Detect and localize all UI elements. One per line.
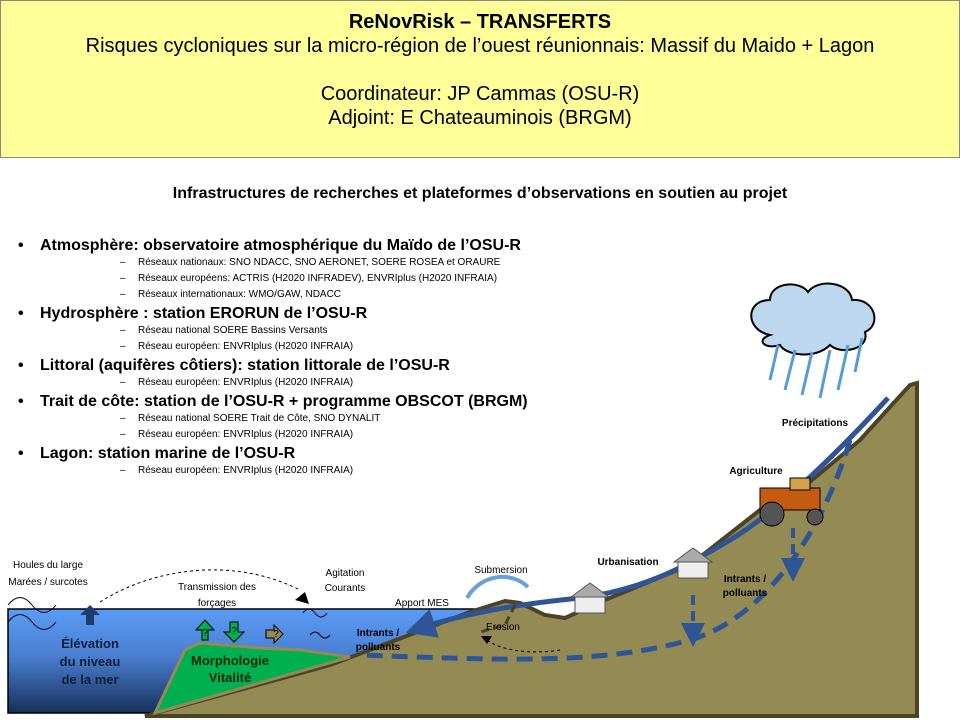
- sub-item: Réseaux internationaux: WMO/GAW, NDACC: [120, 287, 528, 303]
- label-apport-mes: Apport MES: [395, 598, 449, 609]
- item-label: Littoral (aquifères côtiers): station li…: [40, 357, 450, 374]
- submersion-arrow: [465, 574, 530, 600]
- project-subtitle: Risques cycloniques sur la micro-région …: [85, 35, 875, 57]
- sub-item: Réseau national SOERE Bassins Versants: [120, 323, 528, 339]
- forcing-arrow: [99, 569, 301, 603]
- sub-item: Réseau européen: ENVRIplus (H2020 INFRAI…: [120, 463, 528, 479]
- growth-up-icon: [194, 619, 216, 641]
- cloud-icon: [750, 282, 876, 399]
- label-marees: Marées / surcotes: [8, 577, 87, 588]
- list-item: Hydrosphère : station ERORUN de l’OSU-R …: [18, 304, 528, 355]
- label-urbanisation: Urbanisation: [597, 557, 658, 568]
- item-label: Lagon: station marine de l’OSU-R: [40, 445, 296, 462]
- sea-level-up-arrow: [80, 605, 100, 625]
- label-mer: de la mer: [61, 672, 118, 687]
- infrastructure-list: Atmosphère: observatoire atmosphérique d…: [18, 236, 528, 480]
- tractor-icon: [759, 477, 824, 527]
- label-forcages: forçages: [198, 598, 236, 609]
- label-transmission: Transmission des: [178, 582, 256, 593]
- list-item: Lagon: station marine de l’OSU-R Réseau …: [18, 444, 528, 479]
- decline-down-icon: [222, 621, 246, 643]
- erosion-dashes: [479, 604, 517, 634]
- sub-item: Réseaux européens: ACTRIS (H2020 INFRADE…: [120, 271, 528, 287]
- project-title: ReNovRisk – TRANSFERTS: [348, 11, 612, 33]
- item-label: Hydrosphère : station ERORUN de l’OSU-R: [40, 305, 368, 322]
- question-mark: ?: [273, 629, 279, 640]
- list-item: Atmosphère: observatoire atmosphérique d…: [18, 236, 528, 303]
- list-item: Trait de côte: station de l’OSU-R + prog…: [18, 392, 528, 443]
- sub-item: Réseau européen: ENVRIplus (H2020 INFRAI…: [120, 339, 528, 355]
- label-intrants-right: Intrants /: [724, 574, 766, 585]
- question-mark: ?: [231, 626, 237, 637]
- sub-item: Réseau national SOERE Trait de Côte, SNO…: [120, 411, 528, 427]
- label-morphologie: Morphologie: [191, 653, 269, 668]
- deputy: Adjoint: E Chateauminois (BRGM): [328, 107, 632, 129]
- label-intrants: Intrants /: [357, 628, 399, 639]
- label-polluants: polluants: [356, 642, 401, 653]
- wave-icon: [302, 608, 331, 639]
- label-submersion: Submersion: [474, 565, 527, 576]
- groundwater-flow: [359, 439, 853, 662]
- wave-icon: [7, 597, 57, 630]
- label-agriculture: Agriculture: [729, 466, 783, 477]
- item-label: Trait de côte: station de l’OSU-R + prog…: [40, 393, 528, 410]
- section-heading: Infrastructures de recherches et platefo…: [172, 185, 788, 202]
- label-polluants-right: polluants: [723, 588, 768, 599]
- label-agitation: Agitation: [326, 568, 365, 579]
- label-precipitations: Précipitations: [782, 418, 849, 429]
- sub-item: Réseaux nationaux: SNO NDACC, SNO AERONE…: [120, 255, 528, 271]
- erosion-arrow: [486, 639, 561, 653]
- label-houles: Houles du large: [13, 560, 83, 571]
- coordinator: Coordinateur: JP Cammas (OSU-R): [320, 83, 640, 105]
- list-item: Littoral (aquifères côtiers): station li…: [18, 356, 528, 391]
- reef: [152, 641, 351, 716]
- label-elevation: Élévation: [61, 636, 119, 651]
- house-icon: [569, 582, 611, 614]
- house-icon: [672, 547, 714, 579]
- label-vitalite: Vitalité: [209, 670, 251, 685]
- header-box: ReNovRisk – TRANSFERTS Risques cycloniqu…: [0, 0, 960, 158]
- question-mark: ?: [202, 628, 208, 639]
- label-erosion: Erosion: [486, 622, 520, 633]
- erosion-arrowhead: [481, 636, 492, 644]
- item-label: Atmosphère: observatoire atmosphérique d…: [40, 237, 521, 254]
- forcing-arrowhead: [295, 592, 309, 604]
- label-courants: Courants: [325, 583, 366, 594]
- sub-item: Réseau européen: ENVRIplus (H2020 INFRAI…: [120, 375, 528, 391]
- label-niveau: du niveau: [60, 654, 121, 669]
- river-flow: [405, 396, 890, 638]
- shift-right-icon: [265, 623, 284, 645]
- sub-item: Réseau européen: ENVRIplus (H2020 INFRAI…: [120, 427, 528, 443]
